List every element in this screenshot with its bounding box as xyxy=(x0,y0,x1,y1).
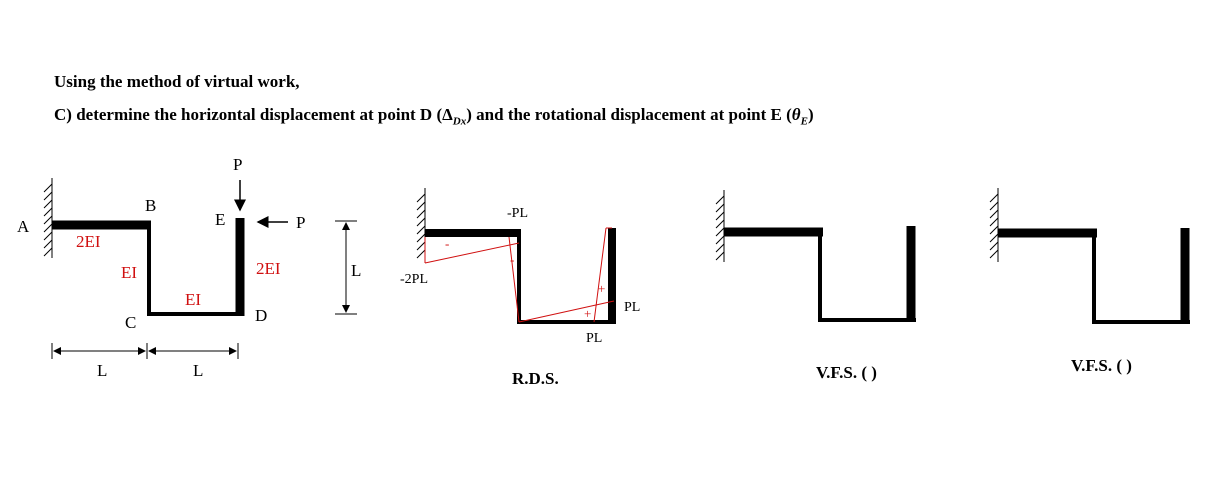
label-point-c: C xyxy=(125,313,136,332)
rds-label-top: -PL xyxy=(507,206,528,221)
stiffness-de: 2EI xyxy=(256,259,281,278)
vfs-diagram-2: V.F.S. ( ) xyxy=(989,188,1190,375)
heading-line-2-mid: ) and the rotational displacement at poi… xyxy=(466,105,792,124)
dimension-lines xyxy=(51,220,357,359)
stiffness-bc: EI xyxy=(121,263,137,282)
heading-line-2-suffix: ) xyxy=(807,105,814,124)
stiffness-cd: EI xyxy=(185,290,201,309)
stiffness-ab: 2EI xyxy=(76,232,101,251)
heading-line-1: Using the method of virtual work, xyxy=(54,72,300,92)
delta-subscript: Dx xyxy=(452,115,467,128)
vfs1-caption: V.F.S. ( ) xyxy=(816,363,877,382)
rds-moment-curve xyxy=(424,227,615,323)
vfs1-support-hatch xyxy=(715,190,725,262)
delta-symbol: Δ xyxy=(442,105,453,124)
rds-sign-plus-1: + xyxy=(598,281,605,296)
dimension-span-1: L xyxy=(97,361,107,380)
theta-subscript: E xyxy=(800,115,808,128)
rds-label-left: -2PL xyxy=(400,272,428,287)
fixed-support-hatch xyxy=(43,178,53,258)
load-horizontal-label: P xyxy=(296,213,305,232)
dimension-span-2: L xyxy=(193,361,203,380)
vfs-diagram-1: V.F.S. ( ) xyxy=(715,190,916,382)
rds-sign-beam: - xyxy=(445,236,449,251)
dimension-height: L xyxy=(351,261,361,280)
label-point-d: D xyxy=(255,306,267,325)
heading-line-2-prefix: C) determine the horizontal displacement… xyxy=(54,105,443,124)
rds-diagram: -PL -2PL PL PL - - + + R.D.S. xyxy=(400,188,640,388)
theta-symbol: θ xyxy=(791,105,801,124)
label-point-e: E xyxy=(215,210,225,229)
label-point-a: A xyxy=(17,217,30,236)
vfs2-caption: V.F.S. ( ) xyxy=(1071,356,1132,375)
vfs2-support-hatch xyxy=(989,188,999,262)
rds-sign-column: - xyxy=(510,252,514,267)
rds-label-bottom: PL xyxy=(586,331,602,346)
rds-support-hatch xyxy=(416,188,426,259)
load-vertical-label: P xyxy=(233,155,242,174)
structure-diagram: A B C D E 2EI EI EI 2EI P P L L L xyxy=(17,155,361,380)
rds-caption: R.D.S. xyxy=(512,369,559,388)
rds-sign-plus-2: + xyxy=(584,306,591,321)
rds-label-right: PL xyxy=(624,300,640,315)
label-point-b: B xyxy=(145,196,156,215)
heading-line-2: C) determine the horizontal displacement… xyxy=(54,105,814,127)
heading-line-1-text: Using the method of virtual work, xyxy=(54,72,300,91)
